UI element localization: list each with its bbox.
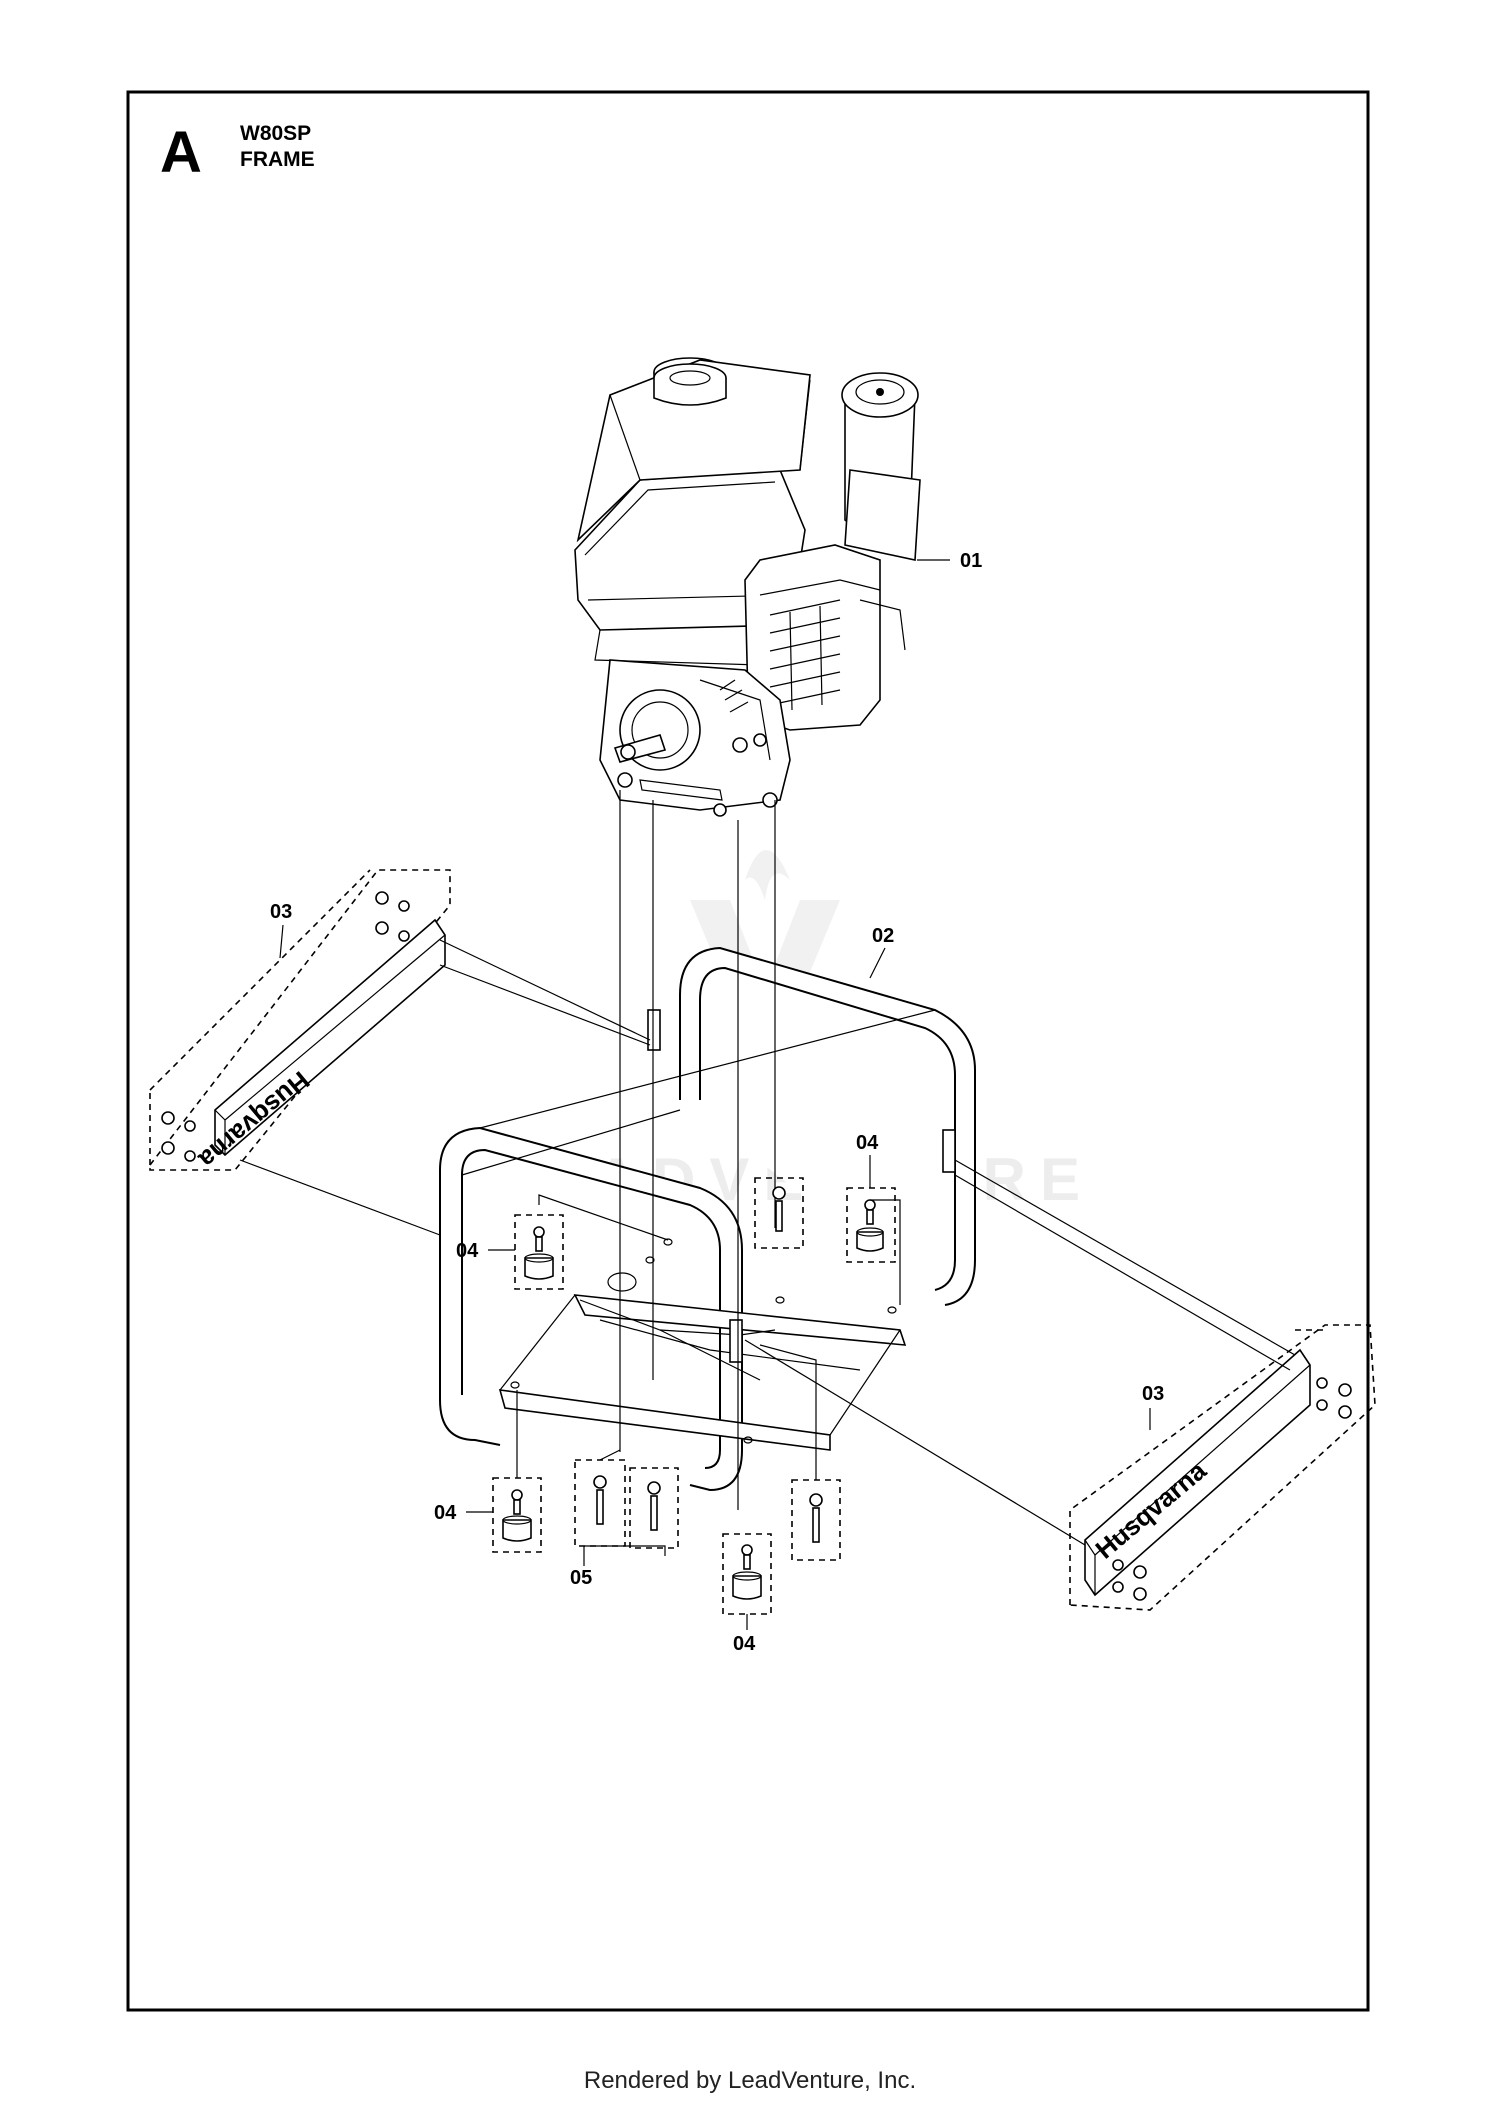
- callout-02: 02: [869, 925, 894, 979]
- right-panel-brand: Husqvarna: [1090, 1455, 1213, 1565]
- mount-left: [514, 1194, 669, 1290]
- callout-03-right: 03: [1142, 1383, 1164, 1430]
- callout-04-bottom-label: 04: [733, 1633, 756, 1655]
- engine-mount-lines: [619, 790, 776, 1510]
- callout-04-lower-left-label: 04: [434, 1502, 457, 1524]
- callout-01-label: 01: [960, 550, 982, 572]
- callout-04-bottom: 04: [733, 1614, 756, 1655]
- callout-05-label: 05: [570, 1567, 592, 1589]
- callout-04-top-label: 04: [856, 1132, 879, 1154]
- callout-04-lower-left: 04: [434, 1502, 493, 1524]
- model-name: W80SP: [240, 122, 311, 145]
- right-panel-group: Husqvarna: [744, 1159, 1376, 1611]
- callout-03-left-label: 03: [270, 901, 292, 923]
- engine-drawing: [574, 357, 921, 817]
- mount-bottom: [722, 1533, 772, 1615]
- section-title: FRAME: [240, 148, 315, 171]
- callout-03-left: 03: [270, 901, 292, 959]
- callout-01: 01: [917, 550, 982, 572]
- diagram-border: [126, 90, 1370, 2012]
- callout-02-label: 02: [872, 925, 894, 947]
- footer-credit: Rendered by LeadVenture, Inc.: [584, 2067, 916, 2094]
- callout-04-top: 04: [856, 1132, 879, 1188]
- callout-04-left: 04: [456, 1240, 515, 1262]
- callout-03-right-label: 03: [1142, 1383, 1164, 1405]
- frame-drawing: [439, 946, 976, 1492]
- bolt-kit: [574, 1177, 841, 1561]
- callout-04-left-label: 04: [456, 1240, 479, 1262]
- mount-top-right: [846, 1187, 901, 1305]
- callout-05: 05: [570, 1545, 666, 1589]
- section-letter: A: [160, 120, 202, 185]
- mount-lower-left: [492, 1390, 542, 1553]
